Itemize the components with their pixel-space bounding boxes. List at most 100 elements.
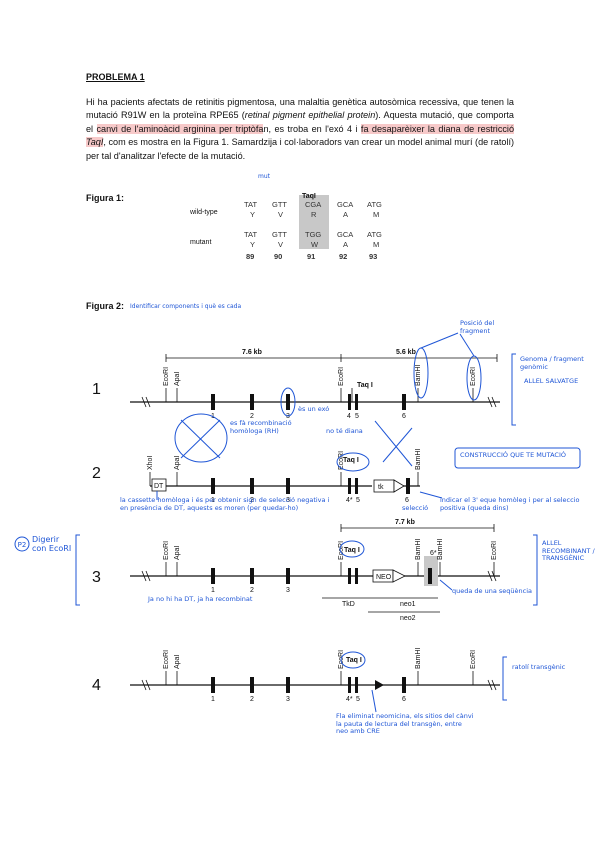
svg-text:GCA: GCA	[337, 230, 353, 239]
svg-text:Taq I: Taq I	[343, 457, 359, 464]
svg-text:6: 6	[405, 497, 409, 504]
svg-text:93: 93	[369, 252, 377, 261]
svg-text:2: 2	[250, 497, 254, 504]
svg-text:Y: Y	[250, 240, 255, 249]
highlight-arginine: canvi de l'aminoàcid arginina per triptò…	[96, 123, 264, 134]
note-exo3: ès un exó	[298, 405, 330, 413]
svg-text:XhoI: XhoI	[147, 456, 154, 470]
figure1-label: Figura 1:	[86, 193, 125, 203]
svg-text:6*: 6*	[430, 550, 437, 557]
note-mut: mut	[258, 173, 271, 180]
svg-text:EcoRI: EcoRI	[470, 650, 477, 669]
size-5-6: 5.6 kb	[396, 349, 416, 356]
svg-text:Taq I: Taq I	[344, 547, 360, 554]
svg-text:Taq I: Taq I	[346, 657, 362, 664]
svg-text:ApaI: ApaI	[174, 372, 181, 386]
svg-text:GTT: GTT	[272, 230, 287, 239]
note-not-rec: no té diana	[326, 427, 363, 435]
note-dt: la cassette homòloga i és per obtenir si…	[120, 496, 330, 512]
svg-text:6: 6	[402, 696, 406, 703]
svg-text:ATG: ATG	[367, 200, 382, 209]
mut-label: mutant	[190, 239, 211, 246]
svg-text:2: 2	[250, 587, 254, 594]
row3-map: NEO EcoRI ApaI EcoRI Taq I BamHI BamHI E…	[130, 539, 500, 622]
note-fig2-head: Identificar components i què es cada	[130, 303, 241, 310]
svg-text:GTT: GTT	[272, 200, 287, 209]
svg-text:92: 92	[339, 252, 347, 261]
note-indicate: indicar el 3' eque homòleg i per al sele…	[440, 496, 580, 512]
svg-text:EcoRI: EcoRI	[491, 541, 498, 560]
svg-text:EcoRI: EcoRI	[163, 650, 170, 669]
svg-text:6: 6	[402, 413, 406, 420]
svg-text:ApaI: ApaI	[174, 655, 181, 669]
note-allele-salvatge: ALLEL SALVATGE	[524, 377, 579, 385]
svg-text:4*: 4*	[346, 497, 353, 504]
wt-codons: TAT GTT CGA GCA ATG	[244, 200, 382, 209]
row-number-1: 1	[92, 381, 101, 398]
svg-text:M: M	[373, 240, 379, 249]
problem-title: PROBLEMA 1	[86, 72, 145, 82]
svg-text:90: 90	[274, 252, 282, 261]
wt-aa: Y V R A M	[250, 210, 379, 219]
svg-text:NEO: NEO	[376, 574, 392, 581]
fig1-enzyme: TaqI	[302, 193, 316, 200]
svg-text:BamHI: BamHI	[415, 539, 422, 560]
note-digest: Digerir con EcoRI	[32, 535, 72, 553]
note-hom-recomb: es fà recombinació homòloga (RH)	[230, 419, 292, 435]
svg-text:3: 3	[286, 497, 290, 504]
svg-text:ATG: ATG	[367, 230, 382, 239]
svg-text:EcoRI: EcoRI	[470, 367, 477, 386]
svg-text:EcoRI: EcoRI	[338, 541, 345, 560]
row-number-4: 4	[92, 677, 101, 694]
svg-text:3: 3	[286, 696, 290, 703]
svg-text:EcoRI: EcoRI	[163, 367, 170, 386]
svg-text:EcoRI: EcoRI	[338, 367, 345, 386]
svg-text:5: 5	[356, 497, 360, 504]
svg-text:EcoRI: EcoRI	[338, 451, 345, 470]
svg-text:91: 91	[307, 252, 315, 261]
problem-paragraph: Hi ha pacients afectats de retinitis pig…	[86, 97, 514, 161]
size-7-6: 7.6 kb	[242, 349, 262, 356]
svg-text:TAT: TAT	[244, 200, 257, 209]
figure2-label: Figura 2:	[86, 301, 125, 311]
svg-text:P2: P2	[18, 541, 27, 549]
mut-aa: Y V W A M	[250, 240, 379, 249]
size-7-7: 7.7 kb	[395, 519, 415, 526]
svg-text:GCA: GCA	[337, 200, 353, 209]
svg-text:W: W	[311, 240, 319, 249]
svg-text:1: 1	[211, 696, 215, 703]
svg-text:3: 3	[286, 587, 290, 594]
svg-text:BamHI: BamHI	[437, 539, 444, 560]
row4-map: EcoRI ApaI EcoRI Taq I BamHI EcoRI 1 2 3…	[130, 648, 500, 703]
svg-text:CGA: CGA	[305, 200, 321, 209]
positions: 89 90 91 92 93	[246, 252, 377, 261]
svg-text:89: 89	[246, 252, 254, 261]
row2-map: DT tk XhoI ApaI EcoRI Taq I BamHI	[147, 449, 422, 504]
svg-text:M: M	[373, 210, 379, 219]
svg-text:BamHI: BamHI	[415, 365, 422, 386]
svg-text:V: V	[278, 210, 283, 219]
note-queda: queda de una seqüència	[452, 587, 533, 595]
note-mutant: ratolí transgènic	[512, 663, 566, 671]
mut-codons: TAT GTT TGG GCA ATG	[244, 230, 382, 239]
note-genomic: Genoma / fragment genòmic	[520, 355, 584, 371]
svg-text:1: 1	[211, 587, 215, 594]
svg-text:TGG: TGG	[305, 230, 321, 239]
note-selection: selecció	[402, 504, 429, 512]
svg-text:DT: DT	[154, 483, 164, 490]
wt-label: wild-type	[189, 209, 218, 216]
svg-text:4: 4	[347, 413, 351, 420]
svg-text:neo1: neo1	[400, 601, 416, 608]
svg-text:A: A	[343, 240, 348, 249]
svg-text:Y: Y	[250, 210, 255, 219]
note-recomb: ALLEL RECOMBINANT / TRANSGÈNIC	[542, 539, 595, 562]
note-pos-fragment: Posició del fragment	[460, 319, 495, 335]
svg-text:tk: tk	[378, 484, 384, 491]
svg-text:BamHI: BamHI	[415, 449, 422, 470]
svg-text:V: V	[278, 240, 283, 249]
svg-text:2: 2	[250, 696, 254, 703]
note-dt-lost: Ja no hi ha DT, ja ha recombinat	[148, 595, 253, 603]
svg-text:BamHI: BamHI	[415, 648, 422, 669]
